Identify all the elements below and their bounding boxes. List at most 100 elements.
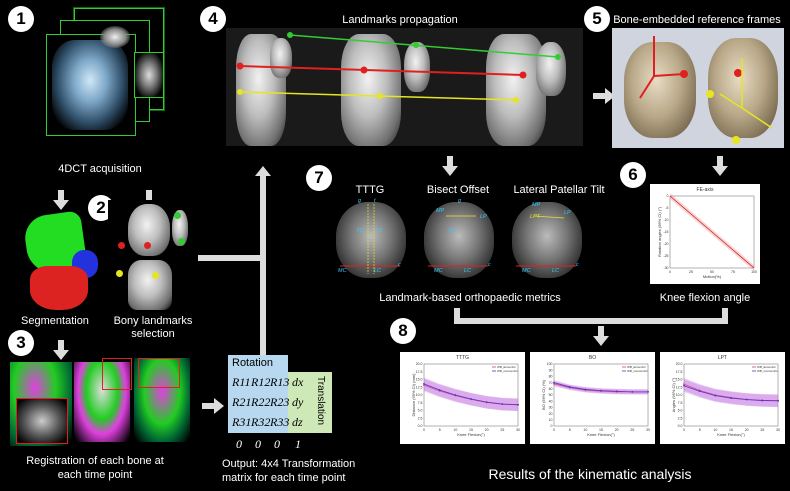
label-selection: selection [131, 328, 175, 340]
x-tick-label: 15 [469, 428, 473, 432]
x-tick-label: 0 [553, 428, 555, 432]
rotation-box [228, 355, 288, 433]
label-bony-landmarks: Bony landmarks [113, 315, 193, 327]
tag-c: c [488, 262, 491, 268]
y-tick-label: 5.0 [678, 409, 683, 413]
y-tick-label: 15.0 [416, 378, 423, 382]
data-point [714, 394, 717, 397]
connector-line [722, 308, 728, 322]
x-tick-label: 30 [776, 428, 780, 432]
y-tick-label: 60 [549, 387, 553, 391]
label-reference-frames: Bone-embedded reference frames [613, 14, 781, 26]
arrow-right-icon [202, 398, 224, 414]
registration-images [10, 358, 190, 448]
tag-tg: TG [448, 228, 456, 234]
ci-band [424, 377, 518, 411]
y-tick-label: 2.5 [418, 416, 423, 420]
y-tick-label: 30 [549, 406, 553, 410]
data-point [423, 384, 425, 386]
x-tick-label: 10 [583, 428, 587, 432]
tag-mp: MP [532, 202, 541, 208]
step-badge-8: 8 [390, 318, 416, 344]
y-tick-label: 12.5 [676, 385, 683, 389]
label-landmarks-propagation: Landmarks propagation [342, 14, 458, 26]
matrix-row4-3: 1 [295, 437, 301, 451]
data-point [553, 381, 555, 384]
matrix-row4-1: 0 [255, 437, 261, 451]
tag-c: c [576, 262, 579, 268]
data-point [631, 391, 634, 393]
propagation-image [226, 28, 583, 146]
y-axis-label: Distance (95% CI) (mm) [411, 373, 416, 417]
y-tick-label: 0.0 [678, 424, 683, 428]
matrix-r31: R31 [232, 415, 252, 429]
x-tick-label: 20 [615, 428, 619, 432]
tag-tt: TT [376, 228, 383, 234]
data-point [454, 394, 457, 396]
matrix-r33: R33 [270, 415, 290, 429]
arrow-down-icon [53, 190, 69, 210]
x-axis-label: Motion(%) [703, 274, 722, 279]
y-tick-label: 7.5 [418, 401, 423, 405]
arrow-down-icon [593, 326, 609, 346]
legend-entry: WB_Concentric [757, 369, 778, 373]
tag-lc: LC [374, 268, 382, 274]
label-registration-1: Registration of each bone at [26, 455, 164, 467]
data-point [683, 383, 685, 386]
x-tick-label: 10 [453, 428, 457, 432]
tag-mp: MP [436, 208, 445, 214]
y-tick-label: 20.0 [676, 362, 683, 366]
label-bisect-offset: Bisect Offset [426, 184, 490, 196]
lpt-title: LPT [717, 355, 728, 361]
y-tick-label: 17.5 [676, 370, 683, 374]
y-axis-label: Rotation angles (95% CI) (°) [657, 206, 662, 257]
data-point [761, 399, 764, 402]
x-tick-label: 25 [689, 270, 693, 274]
tag-tg: TG [356, 228, 364, 234]
segmentation-image [20, 210, 105, 312]
tag-mc: MC [434, 268, 443, 274]
reference-frames-image [612, 28, 784, 148]
data-point [517, 403, 519, 406]
step-badge-3: 3 [8, 330, 34, 356]
translation-box [288, 372, 332, 433]
tag-lc: LC [464, 268, 472, 274]
x-axis-label: Knee Flexion(°) [457, 432, 485, 437]
tag-mc: MC [338, 268, 347, 274]
y-tick-label: 5.0 [418, 409, 423, 413]
tag-mc: MC [522, 268, 531, 274]
data-point [584, 388, 587, 391]
matrix-r11: R11 [232, 375, 251, 389]
legend-entry: WB_Eccentric [497, 365, 516, 369]
x-tick-label: 0 [669, 270, 671, 274]
step-badge-7: 7 [306, 165, 332, 191]
step-badge-5: 5 [584, 6, 610, 32]
plot-frame [423, 363, 519, 427]
data-point [683, 384, 685, 387]
x-tick-label: 0 [423, 428, 425, 432]
legend-entry: WB_Concentric [497, 369, 518, 373]
data-point [730, 397, 732, 399]
label-orthopaedic-metrics: Landmark-based orthopaedic metrics [379, 292, 561, 304]
axes-overlay [639, 36, 773, 144]
ct-volume-stack [30, 8, 170, 158]
x-tick-label: 0 [683, 428, 685, 432]
matrix-r21: R21 [232, 395, 252, 409]
y-tick-label: 50 [549, 393, 553, 397]
matrix-row4-2: 0 [274, 437, 280, 451]
matrix-r12: R12 [251, 375, 271, 389]
y-tick-label: 15.0 [676, 378, 683, 382]
y-tick-label: -10 [663, 218, 668, 222]
label-registration-2: each time point [57, 469, 133, 481]
x-tick-label: 25 [630, 428, 634, 432]
x-tick-label: 15 [599, 428, 603, 432]
data-point [647, 391, 649, 393]
plot-frame [669, 195, 755, 269]
data-point [501, 403, 504, 405]
y-tick-label: 40 [549, 399, 553, 403]
matrix-dy: dy [292, 395, 304, 409]
x-tick-label: 30 [646, 428, 650, 432]
y-tick-label: 10.0 [416, 393, 423, 397]
bony-landmarks-image [108, 200, 192, 312]
